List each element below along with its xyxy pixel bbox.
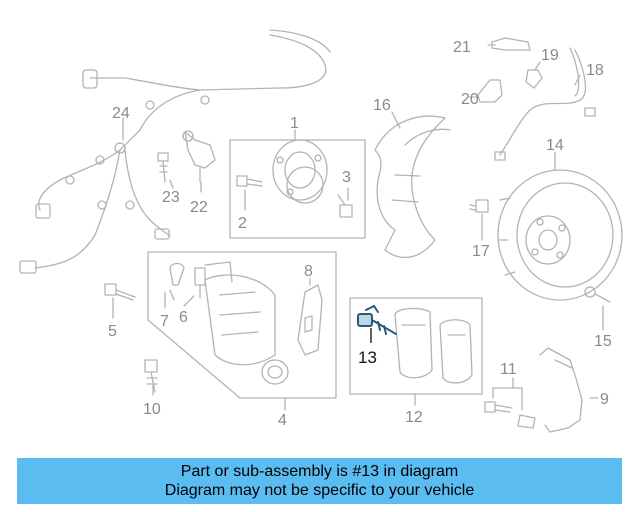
- part-18-brake-hose: [494, 47, 596, 161]
- callout-8: 8: [304, 263, 313, 280]
- part-24-wiring-harness: [19, 29, 331, 274]
- part-4-box: [147, 251, 337, 399]
- part-14-brake-rotor: [497, 169, 623, 301]
- banner-line-2: Diagram may not be specific to your vehi…: [164, 482, 475, 499]
- callout-9: 9: [600, 391, 609, 408]
- callout-12: 12: [405, 409, 423, 426]
- part-23-bolt: [157, 152, 169, 183]
- part-17-bolt: [469, 199, 489, 213]
- callout-17: 17: [472, 243, 490, 260]
- part-4-caliper: [204, 261, 276, 366]
- part-11-bolts: [484, 387, 536, 429]
- part-3-hub-bolt: [337, 194, 353, 218]
- part-16-splash-shield: [374, 115, 451, 259]
- part-2-hub-bolt: [236, 175, 263, 187]
- part-21-clip: [491, 37, 531, 51]
- part-15-screw: [584, 286, 611, 303]
- info-banner: Part or sub-assembly is #13 in diagram D…: [17, 458, 622, 504]
- part-7-bleeder: [169, 262, 185, 301]
- part-1-box: [229, 139, 366, 239]
- part-6-guide-pin: [194, 267, 206, 299]
- callout-21: 21: [453, 39, 471, 56]
- callout-2: 2: [238, 215, 247, 232]
- callout-3: 3: [342, 169, 351, 186]
- part-12-brake-pads: [394, 307, 473, 384]
- part-4-piston-seal: [261, 359, 289, 385]
- banner-line-1: Part or sub-assembly is #13 in diagram: [180, 463, 459, 480]
- callout-4: 4: [278, 412, 287, 429]
- callout-5: 5: [108, 323, 117, 340]
- part-19-clip: [525, 69, 543, 89]
- callout-24: 24: [112, 105, 130, 122]
- part-9-spring-clip: [539, 347, 583, 433]
- callout-23: 23: [162, 189, 180, 206]
- callout-22: 22: [190, 199, 208, 216]
- part-8-anti-rattle: [297, 284, 323, 356]
- callout-19: 19: [541, 47, 559, 64]
- callout-15: 15: [594, 333, 612, 350]
- callout-14: 14: [546, 137, 564, 154]
- part-22-abs-sensor: [182, 130, 216, 183]
- callout-7: 7: [160, 313, 169, 330]
- callout-18: 18: [586, 62, 604, 79]
- callout-16: 16: [373, 97, 391, 114]
- parts-diagram: 1 2 3 4 5 6 7 8 9 10 11 12 13 14 15 16 1…: [19, 29, 623, 433]
- callout-1: 1: [290, 115, 299, 132]
- callout-6: 6: [179, 309, 188, 326]
- leader-lines: [112, 44, 604, 411]
- callout-20: 20: [461, 91, 479, 108]
- part-12-box: [349, 297, 483, 395]
- callout-10: 10: [143, 401, 161, 418]
- part-10-bolt: [144, 359, 158, 393]
- part-13-wear-sensor: [357, 304, 397, 335]
- callout-13: 13: [358, 348, 377, 367]
- part-20-bracket: [477, 79, 503, 103]
- part-5-bolt: [104, 283, 136, 301]
- callout-11: 11: [500, 361, 517, 378]
- part-1-wheel-hub: [272, 139, 328, 204]
